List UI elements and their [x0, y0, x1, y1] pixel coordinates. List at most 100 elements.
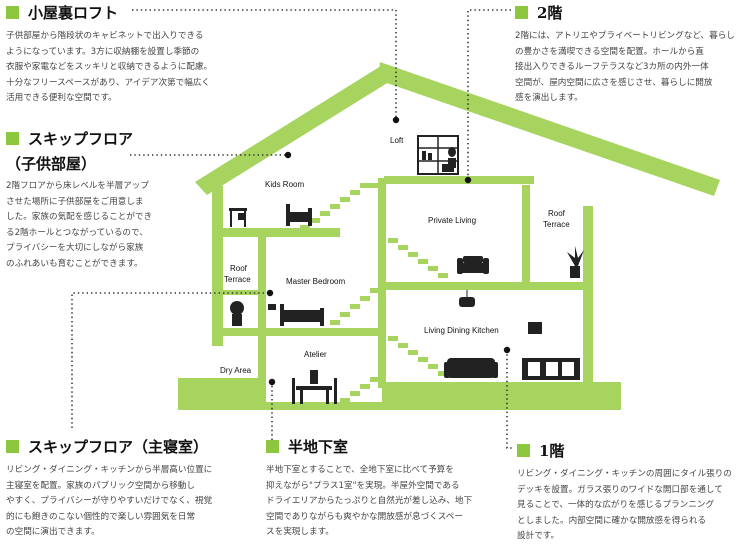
house-structure — [178, 62, 720, 410]
first-floor-section: 1階 リビング・ダイニング・キッチンの周囲にタイル張りの デッキを設置。ガラス張… — [517, 440, 739, 545]
leader-loft — [132, 9, 397, 118]
desc-line: デッキを設置。ガラス張りのワイドな開口部を通して — [517, 484, 723, 495]
loft-floor — [384, 176, 534, 184]
second-floor-heading: 2階 — [515, 2, 737, 23]
desc-line: の空間に演出できます。 — [6, 527, 100, 537]
double-bed-icon — [268, 304, 324, 326]
wall-mid — [258, 228, 266, 410]
ground-floor — [258, 402, 382, 410]
heading-marker-icon — [515, 6, 528, 19]
stair-ldk — [388, 336, 448, 376]
master-floor — [222, 328, 382, 336]
second-floor-description: 2階には、アトリエやプライベートリビングなど、暮らし の豊かさを満喫できる空間を… — [515, 29, 737, 107]
skip-child-title: スキップフロア — [28, 130, 134, 148]
label-roof-terrace-right-2: Terrace — [543, 220, 570, 229]
first-floor-title: 1階 — [539, 442, 565, 460]
skip-master-title: スキップフロア（主寝室） — [28, 438, 209, 456]
loft-title: 小屋裏ロフト — [28, 4, 119, 22]
label-private-living: Private Living — [428, 216, 476, 225]
desc-line: プライバシーを大切にしながら家族 — [6, 243, 144, 253]
desc-line: 主寝室を配置。家族のパブリック空間から移動し — [6, 480, 196, 491]
kitchen-icon — [522, 358, 580, 380]
desk-icon — [229, 208, 247, 227]
basement-title: 半地下室 — [288, 438, 349, 456]
sofa-icon — [444, 358, 498, 378]
desc-line: 十分なフリースペースがあり、アイデア次第で幅広く — [6, 77, 211, 88]
desc-line: 子供部屋から階段状のキャビネットで出入りできる — [6, 31, 204, 41]
desc-line: のふれあいも育むことができます。 — [6, 258, 143, 269]
label-roof-terrace-left-2: Terrace — [224, 275, 251, 284]
stair-master — [330, 288, 380, 325]
skip-child-heading: スキップフロア — [6, 128, 176, 149]
label-ldk: Living Dining Kitchen — [424, 326, 499, 335]
second-floor-section: 2階 2階には、アトリエやプライベートリビングなど、暮らし の豊かさを満喫できる… — [515, 2, 737, 107]
skip-master-description: リビング・ダイニング・キッチンから半層高い位置に 主寝室を配置。家族のパブリック… — [6, 463, 246, 541]
skip-master-section: スキップフロア（主寝室） リビング・ダイニング・キッチンから半層高い位置に 主寝… — [6, 436, 246, 541]
first-floor-heading: 1階 — [517, 440, 739, 461]
stair-private — [388, 238, 448, 278]
sofa-icon — [457, 256, 489, 274]
leader-second — [467, 9, 511, 178]
heading-marker-icon — [6, 132, 19, 145]
desc-line: 半地下室とすることで、全地下室に比べて予算を — [266, 465, 454, 475]
desc-line: ようになっています。3方に収納棚を設置し季節の — [6, 46, 200, 57]
desc-line: ドライエリアからたっぷりと自然光が差し込み、地下 — [266, 496, 473, 506]
desc-line: る2階ホールとつながっているので、 — [6, 227, 148, 238]
heading-marker-icon — [6, 6, 19, 19]
wall-right — [583, 206, 593, 386]
desc-line: 空間でありながらも爽やかな開放感が息づくスペー — [266, 511, 463, 522]
desc-line: した。家族の気配を感じることができ — [6, 212, 153, 222]
desc-line: 接出入りできるルーフテラスなど3カ所の内外一体 — [515, 62, 709, 72]
wall-left — [212, 186, 223, 346]
desc-line: 見ることで、一体的な広がりを感じるプランニング — [517, 500, 715, 510]
label-kids-room: Kids Room — [265, 180, 304, 189]
label-loft: Loft — [390, 136, 404, 145]
skip-master-heading: スキップフロア（主寝室） — [6, 436, 246, 457]
loft-description: 子供部屋から階段状のキャビネットで出入りできる ようになっています。3方に収納棚… — [6, 29, 221, 107]
stair-kids — [300, 183, 378, 230]
basement-heading: 半地下室 — [266, 436, 506, 457]
label-roof-terrace-right-1: Roof — [548, 209, 566, 218]
roof-left — [195, 64, 392, 195]
desc-line: 感を演出します。 — [515, 93, 583, 103]
bed-icon — [286, 204, 312, 226]
skip-child-description: 2階フロアから床レベルを半層アップ させた場所に子供部屋をご用意しま した。家族… — [6, 179, 176, 272]
leader-dots — [266, 116, 511, 386]
desc-line: リビング・ダイニング・キッチンから半層高い位置に — [6, 465, 213, 475]
desc-line: 活用できる便利な空間です。 — [6, 93, 117, 103]
first-floor-slab — [382, 382, 618, 390]
desc-line: 2階には、アトリエやプライベートリビングなど、暮らし — [515, 31, 735, 41]
roof-right — [378, 62, 720, 196]
loft-section: 小屋裏ロフト 子供部屋から階段状のキャビネットで出入りできる ようになっています… — [6, 2, 221, 107]
furniture — [229, 135, 584, 404]
label-dry-area: Dry Area — [220, 366, 252, 375]
leader-first — [506, 350, 514, 449]
chandelier-icon — [459, 290, 475, 307]
dining-table-icon — [292, 370, 337, 404]
foundation — [382, 390, 618, 410]
desc-line: 空間が、屋内空間に広さを感じさせ、暮らしに開放 — [515, 77, 713, 88]
desc-line: スを実現します。 — [266, 527, 334, 537]
room-labels: Loft Kids Room Private Living Roof Terra… — [220, 136, 570, 375]
desc-line: 2階フロアから床レベルを半層アップ — [6, 181, 149, 191]
stairs — [300, 183, 448, 403]
leader-skip-master — [71, 292, 270, 428]
leader-lines — [71, 9, 514, 449]
heading-marker-icon — [266, 440, 279, 453]
terrace-left-floor — [222, 290, 258, 295]
desc-line: やすく、プライバシーが守りやすいだけでなく、視覚 — [6, 496, 213, 506]
desc-line: としました。内部空間に確かな開放感を得られる — [517, 515, 707, 526]
plant-icon — [230, 301, 244, 326]
basement-description: 半地下室とすることで、全地下室に比べて予算を 抑えながら"プラス1室"を実現。半… — [266, 463, 506, 541]
desc-line: 抑えながら"プラス1室"を実現。半屋外空間である — [266, 480, 460, 491]
desc-line: 的にも飽きのこない個性的で楽しい雰囲気を日常 — [6, 511, 196, 522]
basement-section: 半地下室 半地下室とすることで、全地下室に比べて予算を 抑えながら"プラス1室"… — [266, 436, 506, 541]
desc-line: 衣服や家電などをスッキリと収納できるように配慮。 — [6, 62, 213, 72]
loft-heading: 小屋裏ロフト — [6, 2, 221, 23]
second-floor — [386, 282, 593, 290]
heading-marker-icon — [6, 440, 19, 453]
range-hood-icon — [528, 322, 542, 334]
heading-marker-icon — [517, 444, 530, 457]
label-roof-terrace-left-1: Roof — [230, 264, 248, 273]
